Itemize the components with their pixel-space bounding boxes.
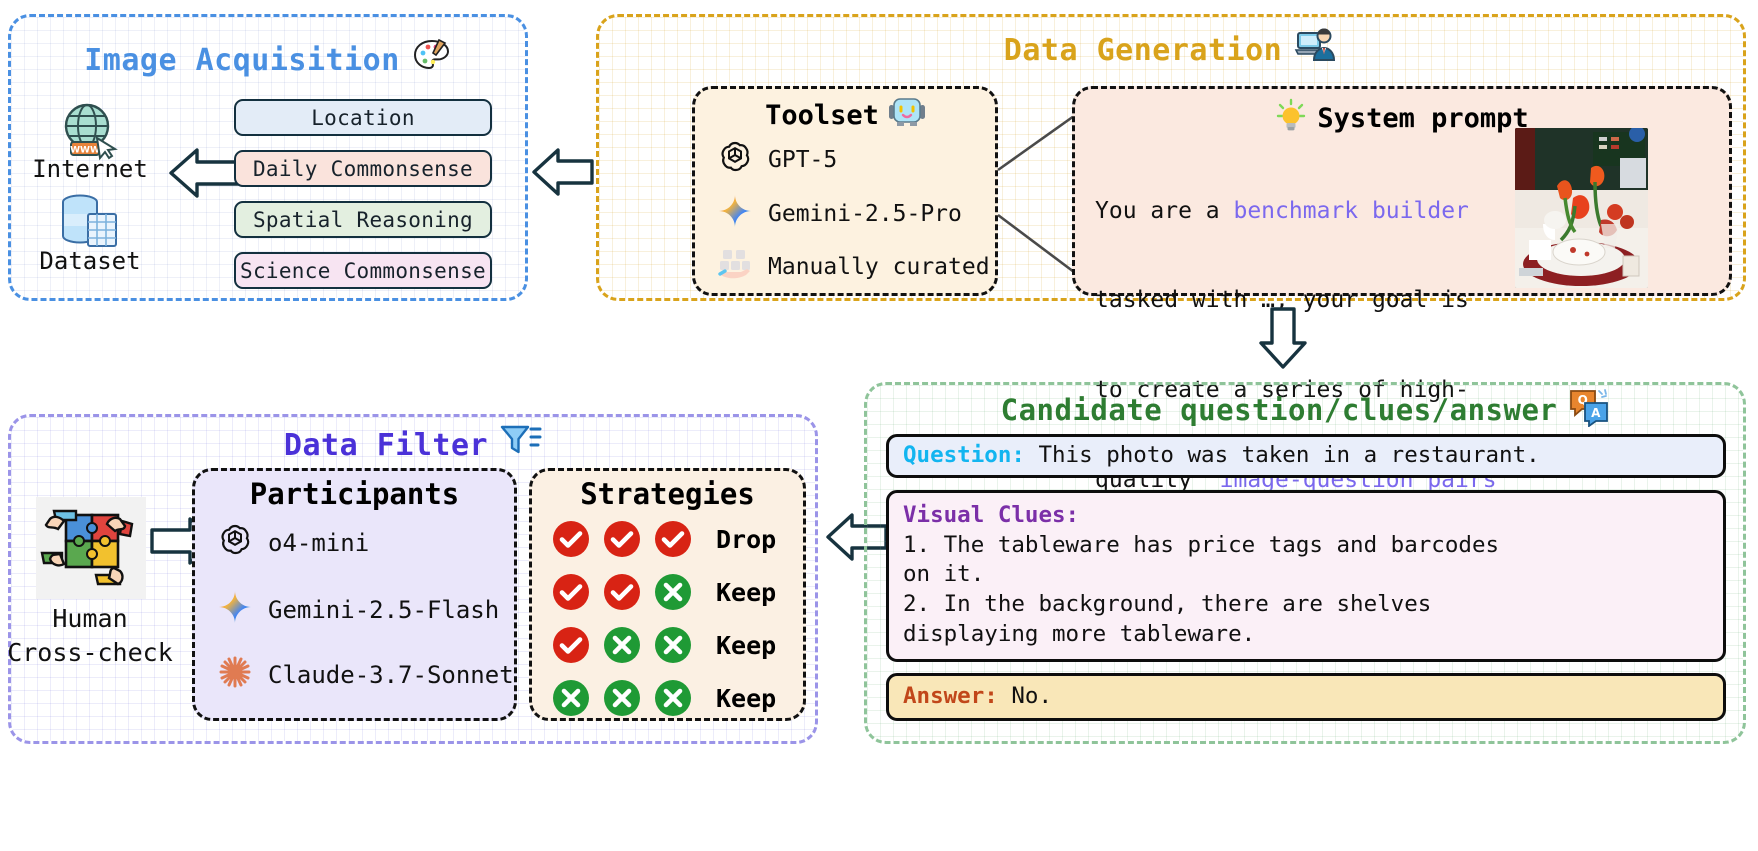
answer-text: No. bbox=[1011, 683, 1053, 710]
qa-speech-icon: Q A bbox=[1569, 387, 1609, 434]
category-chip-location[interactable]: Location bbox=[234, 99, 492, 136]
openai-icon bbox=[718, 140, 752, 180]
question-text: This photo was taken in a restaurant. bbox=[1038, 442, 1540, 469]
participant-claude-sonnet-label: Claude-3.7-Sonnet bbox=[268, 661, 514, 689]
category-chip-science-commonsense-label: Science Commonsense bbox=[240, 258, 486, 283]
check-icon bbox=[603, 573, 641, 611]
system-prompt-line-1: You are a benchmark builder bbox=[1095, 197, 1469, 224]
category-chip-daily-commonsense[interactable]: Daily Commonsense bbox=[234, 150, 492, 187]
data-filter-title-text: Data Filter bbox=[283, 427, 489, 463]
strategy-row-2-decision: Keep bbox=[716, 577, 777, 607]
artist-palette-icon bbox=[412, 36, 452, 84]
system-prompt-highlight-1: benchmark builder bbox=[1233, 197, 1469, 224]
strategies-title-text: Strategies bbox=[580, 477, 755, 511]
system-prompt-line-2: tasked with …, your goal is bbox=[1095, 287, 1469, 314]
human-cross-check-label-line1: Human bbox=[52, 604, 128, 633]
strategy-row-2: Keep bbox=[552, 573, 776, 611]
strategy-row-3: Keep bbox=[552, 626, 776, 664]
source-internet-label: Internet bbox=[32, 155, 148, 183]
participant-gemini-flash-label: Gemini-2.5-Flash bbox=[268, 596, 500, 624]
answer-box: Answer: No. bbox=[886, 673, 1726, 721]
strategy-row-1: Drop bbox=[552, 520, 776, 558]
cross-icon bbox=[552, 679, 590, 717]
toolset-item-manually-curated-label: Manually curated bbox=[768, 254, 990, 280]
strategy-row-3-decision: Keep bbox=[716, 630, 777, 660]
data-generation-title-text: Data Generation bbox=[1003, 32, 1283, 68]
participant-gemini-flash: Gemini-2.5-Flash bbox=[218, 590, 499, 630]
image-acquisition-title-text: Image Acquisition bbox=[84, 42, 400, 78]
image-acquisition-title: Image Acquisition bbox=[8, 38, 528, 80]
strategies-title: Strategies bbox=[529, 477, 806, 511]
candidate-title: Candidate question/clues/answer Q A bbox=[864, 388, 1746, 430]
arrow-acquisition-to-generation bbox=[530, 143, 596, 205]
toolset-item-gemini-pro-label: Gemini-2.5-Pro bbox=[768, 201, 962, 227]
check-icon bbox=[654, 520, 692, 558]
lightbulb-icon bbox=[1275, 97, 1307, 140]
toolset-title: Toolset bbox=[692, 96, 998, 135]
participant-o4-mini-label: o4-mini bbox=[268, 529, 370, 557]
category-chip-daily-commonsense-label: Daily Commonsense bbox=[252, 156, 474, 181]
strategy-row-1-decision: Drop bbox=[716, 524, 777, 554]
card-toolset bbox=[692, 86, 998, 296]
category-chip-science-commonsense[interactable]: Science Commonsense bbox=[234, 252, 492, 289]
cross-icon bbox=[603, 626, 641, 664]
toolset-item-gemini-pro: Gemini-2.5-Pro bbox=[718, 194, 962, 234]
candidate-title-text: Candidate question/clues/answer bbox=[1000, 393, 1558, 427]
category-chip-spatial-reasoning[interactable]: Spatial Reasoning bbox=[234, 201, 492, 238]
system-prompt-line-3: to create a series of high- bbox=[1095, 377, 1469, 404]
restaurant-table-setting-photo bbox=[1515, 128, 1648, 288]
human-cross-check-label-line2: Cross-check bbox=[7, 638, 173, 667]
participants-title: Participants bbox=[192, 477, 517, 511]
category-chip-spatial-reasoning-label: Spatial Reasoning bbox=[252, 207, 474, 232]
question-box: Question: This photo was taken in a rest… bbox=[886, 434, 1726, 478]
question-label: Question: bbox=[903, 442, 1025, 469]
openai-icon bbox=[218, 523, 252, 563]
check-icon bbox=[552, 520, 590, 558]
visual-clues-line-3: 2. In the background, there are shelves bbox=[903, 591, 1432, 618]
cross-icon bbox=[654, 679, 692, 717]
strategy-row-4: Keep bbox=[552, 679, 776, 717]
cross-icon bbox=[654, 573, 692, 611]
robot-icon bbox=[888, 96, 925, 135]
participants-title-text: Participants bbox=[249, 477, 460, 511]
visual-clues-box: Visual Clues: 1. The tableware has price… bbox=[886, 490, 1726, 662]
svg-text:Q: Q bbox=[1578, 393, 1589, 407]
claude-burst-icon bbox=[218, 655, 252, 695]
technologist-icon bbox=[1294, 24, 1338, 76]
data-generation-title: Data Generation bbox=[596, 28, 1746, 70]
system-prompt-title: System prompt bbox=[1072, 97, 1732, 140]
arrow-generation-to-candidate bbox=[1254, 305, 1312, 375]
toolset-item-manually-curated: Manually curated bbox=[718, 247, 990, 287]
hand-cards-icon bbox=[718, 247, 752, 287]
visual-clues-line-2: on it. bbox=[903, 561, 985, 588]
visual-clues-line-4: displaying more tableware. bbox=[903, 620, 1256, 647]
gemini-sparkle-icon bbox=[718, 194, 752, 234]
answer-label: Answer: bbox=[903, 683, 998, 710]
source-dataset-label: Dataset bbox=[39, 247, 141, 275]
svg-text:A: A bbox=[1591, 406, 1601, 420]
check-icon bbox=[552, 573, 590, 611]
database-icon bbox=[58, 192, 120, 254]
globe-www-icon: WWW bbox=[58, 100, 118, 166]
cross-icon bbox=[654, 626, 692, 664]
filter-icon bbox=[500, 422, 542, 468]
gemini-sparkle-icon bbox=[218, 590, 252, 630]
puzzle-hands-icon bbox=[36, 497, 146, 603]
check-icon bbox=[603, 520, 641, 558]
visual-clues-line-1: 1. The tableware has price tags and barc… bbox=[903, 531, 1500, 558]
toolset-item-gpt5-label: GPT-5 bbox=[768, 147, 838, 173]
category-chip-location-label: Location bbox=[311, 105, 415, 130]
toolset-title-text: Toolset bbox=[765, 100, 879, 131]
system-prompt-title-text: System prompt bbox=[1317, 103, 1529, 134]
cross-icon bbox=[603, 679, 641, 717]
svg-text:WWW: WWW bbox=[70, 146, 100, 156]
data-filter-title: Data Filter bbox=[8, 425, 818, 465]
strategy-row-4-decision: Keep bbox=[716, 683, 777, 713]
check-icon bbox=[552, 626, 590, 664]
participant-claude-sonnet: Claude-3.7-Sonnet bbox=[218, 655, 514, 695]
card-participants bbox=[192, 468, 517, 721]
participant-o4-mini: o4-mini bbox=[218, 523, 369, 563]
visual-clues-label: Visual Clues: bbox=[903, 502, 1080, 528]
toolset-item-gpt5: GPT-5 bbox=[718, 140, 837, 180]
